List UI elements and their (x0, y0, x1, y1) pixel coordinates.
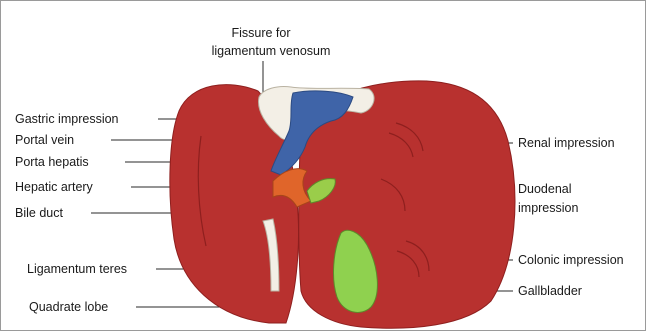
label-portal-vein: Portal vein (15, 132, 74, 148)
label-duodenal-line2: impression (518, 200, 578, 216)
label-hepatic-artery: Hepatic artery (15, 179, 93, 195)
label-ligamentum-teres: Ligamentum teres (27, 261, 127, 277)
label-fissure-line1: Fissure for (216, 25, 306, 41)
label-renal-impression: Renal impression (518, 135, 615, 151)
label-duodenal-line1: Duodenal (518, 181, 572, 197)
label-porta-hepatis: Porta hepatis (15, 154, 89, 170)
label-bile-duct: Bile duct (15, 205, 63, 221)
label-fissure-line2: ligamentum venosum (191, 43, 351, 59)
label-gastric-impression: Gastric impression (15, 111, 119, 127)
label-quadrate-lobe: Quadrate lobe (29, 299, 108, 315)
label-gallbladder: Gallbladder (518, 283, 582, 299)
label-colonic-impression: Colonic impression (518, 252, 624, 268)
